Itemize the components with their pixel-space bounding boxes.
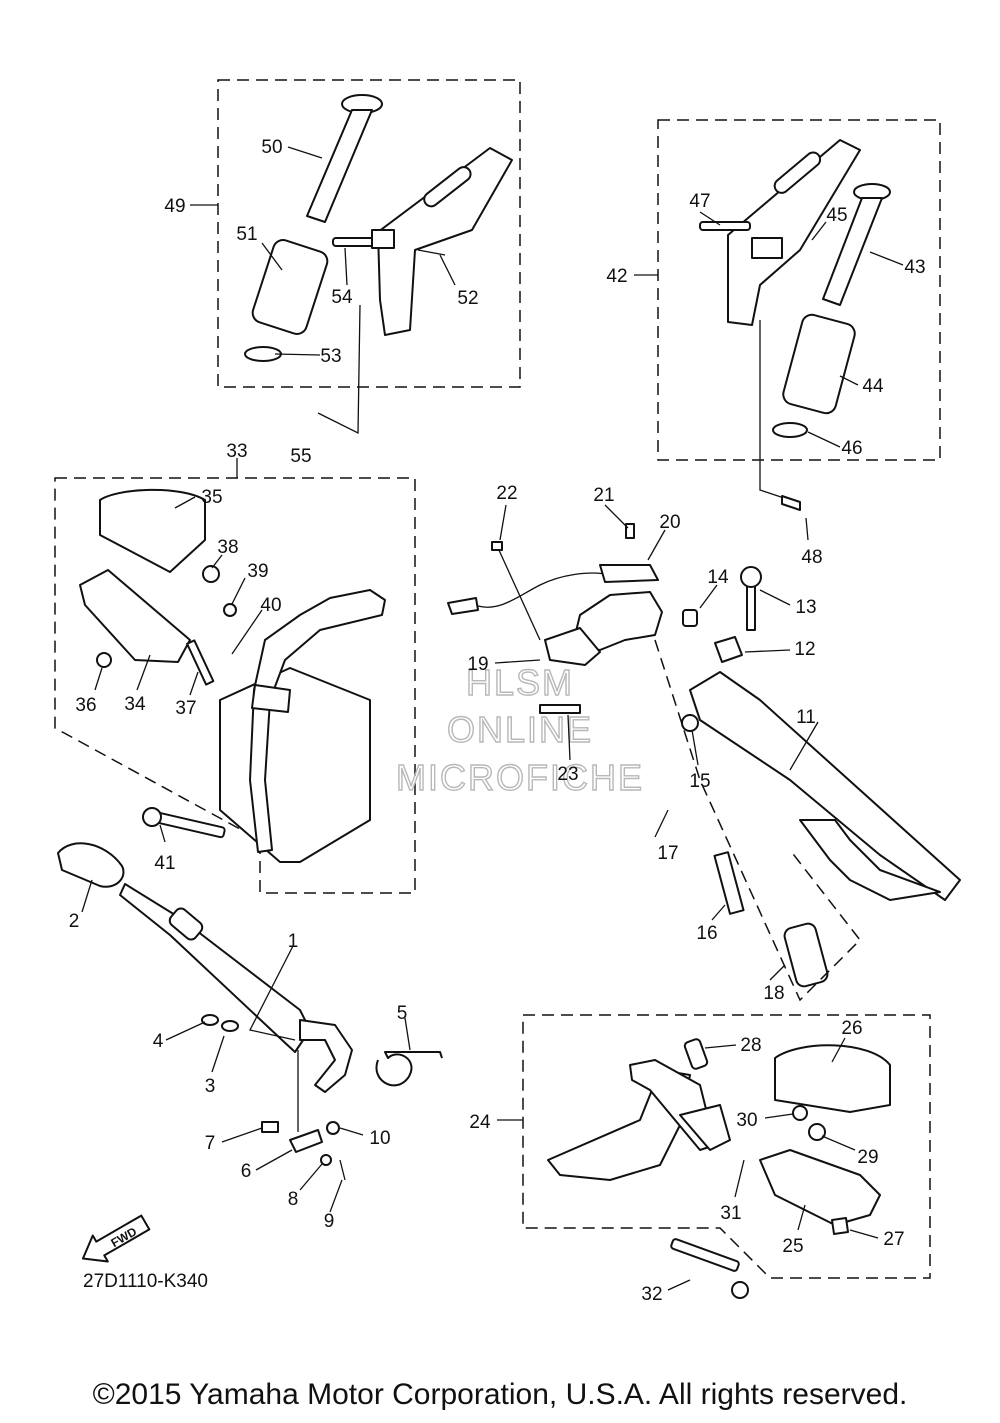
callout-45: 45 [826,205,847,226]
watermark-line-1: HLSM [466,662,574,703]
callout-10: 10 [369,1128,390,1149]
callout-27: 27 [883,1229,904,1250]
callout-44: 44 [862,376,884,397]
callout-22: 22 [496,483,517,504]
diagram-code: 27D1110-K340 [83,1271,208,1292]
callout-52: 52 [457,288,478,309]
callout-16: 16 [696,923,717,944]
callout-43: 43 [904,257,925,278]
watermark-line-2: ONLINE [447,709,593,750]
callout-29: 29 [857,1147,878,1168]
callout-13: 13 [795,597,816,618]
callout-30: 30 [736,1110,757,1131]
leader-lines-1-10 [81,879,411,1213]
group-box-33 [54,477,416,894]
callout-25: 25 [782,1236,803,1257]
callout-55: 55 [290,446,311,467]
callout-38: 38 [217,537,238,558]
group-box-24 [522,1014,931,1279]
callout-23: 23 [557,764,578,785]
group-box-42 [657,119,941,461]
callout-33: 33 [226,441,247,462]
callout-6: 6 [241,1161,252,1182]
callout-53: 53 [320,346,341,367]
callout-46: 46 [841,438,862,459]
callout-26: 26 [841,1018,862,1039]
callout-7: 7 [205,1133,216,1154]
callout-4: 4 [153,1031,164,1052]
callout-labels: 1234567891011121314151617181920212223242… [69,137,926,1305]
callout-41: 41 [154,853,175,874]
callout-40: 40 [260,595,281,616]
copyright-notice: ©2015 Yamaha Motor Corporation, U.S.A. A… [92,1378,908,1411]
callout-35: 35 [201,487,222,508]
callout-28: 28 [740,1035,761,1056]
rider-footrest-right [547,1038,891,1299]
shift-pedal [57,842,443,1181]
leader-lines-49 [190,146,456,435]
callout-8: 8 [288,1189,299,1210]
watermark: HLSM ONLINE MICROFICHE [395,661,644,798]
callout-20: 20 [659,512,680,533]
callout-48: 48 [801,547,822,568]
callout-17: 17 [657,843,678,864]
passenger-peg-left [244,94,513,362]
callout-42: 42 [606,266,627,287]
callout-19: 19 [467,654,488,675]
callout-5: 5 [397,1003,408,1024]
passenger-peg-right [699,139,891,438]
group-box-49 [217,79,521,388]
callout-37: 37 [175,698,196,719]
callout-51: 51 [236,224,257,245]
callout-34: 34 [124,694,146,715]
sidestand-assembly [447,523,961,988]
callout-21: 21 [593,485,614,506]
leader-lines-33 [94,458,263,843]
callout-18: 18 [763,983,784,1004]
callout-32: 32 [641,1284,662,1305]
callout-12: 12 [794,639,815,660]
callout-1: 1 [288,931,299,952]
watermark-line-3: MICROFICHE [396,757,644,798]
callout-15: 15 [689,771,710,792]
callout-39: 39 [247,561,268,582]
callout-50: 50 [261,137,282,158]
callout-49: 49 [164,196,185,217]
callout-2: 2 [69,911,80,932]
callout-3: 3 [205,1076,216,1097]
fwd-arrow-icon: FWD [81,1214,151,1263]
callout-14: 14 [707,567,729,588]
callout-11: 11 [796,707,816,728]
leader-lines-24 [497,1037,879,1291]
callout-24: 24 [469,1112,491,1133]
callout-31: 31 [720,1203,741,1224]
callout-54: 54 [331,287,353,308]
leader-lines-42 [634,211,904,541]
callout-47: 47 [689,191,710,212]
leader-lines-11-23 [494,504,861,1002]
callout-9: 9 [324,1211,335,1232]
callout-36: 36 [75,695,96,716]
rider-footrest-assembly [79,488,386,863]
